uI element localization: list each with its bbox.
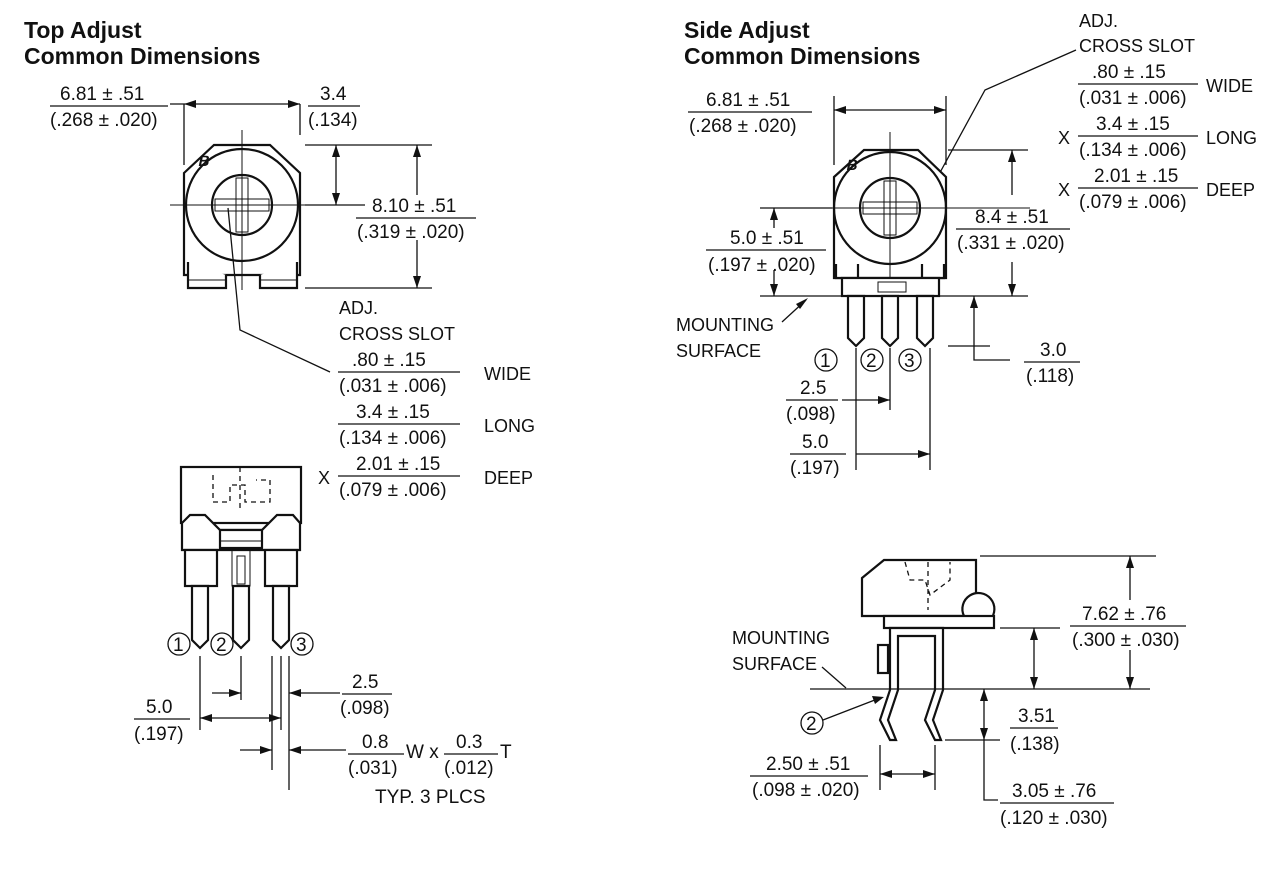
side-long: LONG bbox=[1206, 128, 1257, 148]
top-slot-long-mm: 3.4 ± .15 bbox=[356, 402, 430, 423]
side-pin3: 3 bbox=[904, 351, 915, 372]
side-width-in: (.268 ± .020) bbox=[689, 116, 797, 137]
top-long: LONG bbox=[484, 416, 535, 436]
side-deep: DEEP bbox=[1206, 180, 1255, 200]
top-pin-w-mm: 0.8 bbox=[362, 732, 388, 753]
side-pin1: 1 bbox=[820, 351, 831, 372]
side-pin2: 2 bbox=[866, 351, 877, 372]
side-below-mm: 3.05 ± .76 bbox=[1012, 781, 1096, 802]
side-cross-slot: CROSS SLOT bbox=[1079, 36, 1195, 56]
top-adj-label: ADJ. bbox=[339, 298, 378, 318]
svg-text:B: B bbox=[845, 157, 859, 174]
top-w-x: W x bbox=[406, 742, 439, 763]
side-surface1: SURFACE bbox=[676, 341, 761, 361]
top-span-mm: 5.0 bbox=[146, 697, 172, 718]
top-pitch-in: (.098) bbox=[340, 698, 390, 719]
side-x2: X bbox=[1058, 180, 1070, 200]
top-title-line1: Top Adjust bbox=[24, 17, 142, 43]
side-profile-view bbox=[860, 558, 996, 742]
side-pitch-in: (.098) bbox=[786, 404, 836, 425]
top-pin-t-in: (.012) bbox=[444, 758, 494, 779]
top-pitch-mm: 2.5 bbox=[352, 672, 378, 693]
side-wide: WIDE bbox=[1206, 76, 1253, 96]
side-above-mm: 3.51 bbox=[1018, 706, 1055, 727]
side-surface2: SURFACE bbox=[732, 654, 817, 674]
top-title-line2: Common Dimensions bbox=[24, 43, 260, 69]
side-x1: X bbox=[1058, 128, 1070, 148]
side-center-mm: 5.0 ± .51 bbox=[730, 228, 804, 249]
side-below-in: (.120 ± .030) bbox=[1000, 808, 1108, 829]
top-pin-w-in: (.031) bbox=[348, 758, 398, 779]
side-width-mm: 6.81 ± .51 bbox=[706, 90, 790, 111]
top-pin-labels: 1 2 3 bbox=[167, 632, 314, 656]
side-lead-in: (.118) bbox=[1026, 366, 1074, 387]
svg-text:B: B bbox=[197, 153, 211, 170]
top-cross-slot: CROSS SLOT bbox=[339, 324, 455, 344]
side-mounting2: MOUNTING bbox=[732, 628, 830, 648]
top-slot-deep-in: (.079 ± .006) bbox=[339, 480, 447, 501]
side-total-in: (.300 ± .030) bbox=[1072, 630, 1180, 651]
top-span-in: (.197) bbox=[134, 724, 184, 745]
top-front-view bbox=[179, 465, 303, 650]
side-span-mm: 5.0 bbox=[802, 432, 828, 453]
side-pin-labels: 1 2 3 bbox=[814, 348, 922, 372]
side-slot-long-mm: 3.4 ± .15 bbox=[1096, 114, 1170, 135]
top-offset-in: (.134) bbox=[308, 110, 358, 131]
side-slot-wide-mm: .80 ± .15 bbox=[1092, 62, 1166, 83]
side-above-in: (.138) bbox=[1010, 734, 1060, 755]
top-height-mm: 8.10 ± .51 bbox=[372, 196, 456, 217]
top-pin3: 3 bbox=[296, 635, 307, 656]
side-slot-deep-mm: 2.01 ± .15 bbox=[1094, 166, 1178, 187]
side-front-view: B bbox=[770, 132, 1030, 348]
top-pin1: 1 bbox=[173, 635, 184, 656]
side-height-in: (.331 ± .020) bbox=[957, 233, 1065, 254]
side-title-line1: Side Adjust bbox=[684, 17, 810, 43]
side-adj-label: ADJ. bbox=[1079, 11, 1118, 31]
side-mounting1: MOUNTING bbox=[676, 315, 774, 335]
top-pin-t-mm: 0.3 bbox=[456, 732, 482, 753]
side-foot-mm: 2.50 ± .51 bbox=[766, 754, 850, 775]
top-offset-mm: 3.4 bbox=[320, 84, 347, 105]
top-width-mm: 6.81 ± .51 bbox=[60, 84, 144, 105]
side-total-mm: 7.62 ± .76 bbox=[1082, 604, 1166, 625]
top-slot-wide-mm: .80 ± .15 bbox=[352, 350, 426, 371]
side-height-mm: 8.4 ± .51 bbox=[975, 207, 1049, 228]
top-x: X bbox=[318, 468, 330, 488]
top-pin2: 2 bbox=[216, 635, 227, 656]
top-view-body: B bbox=[170, 130, 320, 290]
side-title-line2: Common Dimensions bbox=[684, 43, 920, 69]
top-height-in: (.319 ± .020) bbox=[357, 222, 465, 243]
top-t: T bbox=[500, 742, 512, 763]
side-center-in: (.197 ± .020) bbox=[708, 255, 816, 276]
side-slot-wide-in: (.031 ± .006) bbox=[1079, 88, 1187, 109]
top-typ: TYP. 3 PLCS bbox=[375, 787, 486, 808]
top-wide: WIDE bbox=[484, 364, 531, 384]
side-pin2b: 2 bbox=[806, 714, 817, 735]
side-lead-mm: 3.0 bbox=[1040, 340, 1066, 361]
side-slot-long-in: (.134 ± .006) bbox=[1079, 140, 1187, 161]
top-slot-wide-in: (.031 ± .006) bbox=[339, 376, 447, 397]
top-deep: DEEP bbox=[484, 468, 533, 488]
side-slot-deep-in: (.079 ± .006) bbox=[1079, 192, 1187, 213]
side-span-in: (.197) bbox=[790, 458, 840, 479]
side-pitch-mm: 2.5 bbox=[800, 378, 826, 399]
top-slot-long-in: (.134 ± .006) bbox=[339, 428, 447, 449]
top-slot-deep-mm: 2.01 ± .15 bbox=[356, 454, 440, 475]
top-width-in: (.268 ± .020) bbox=[50, 110, 158, 131]
side-foot-in: (.098 ± .020) bbox=[752, 780, 860, 801]
